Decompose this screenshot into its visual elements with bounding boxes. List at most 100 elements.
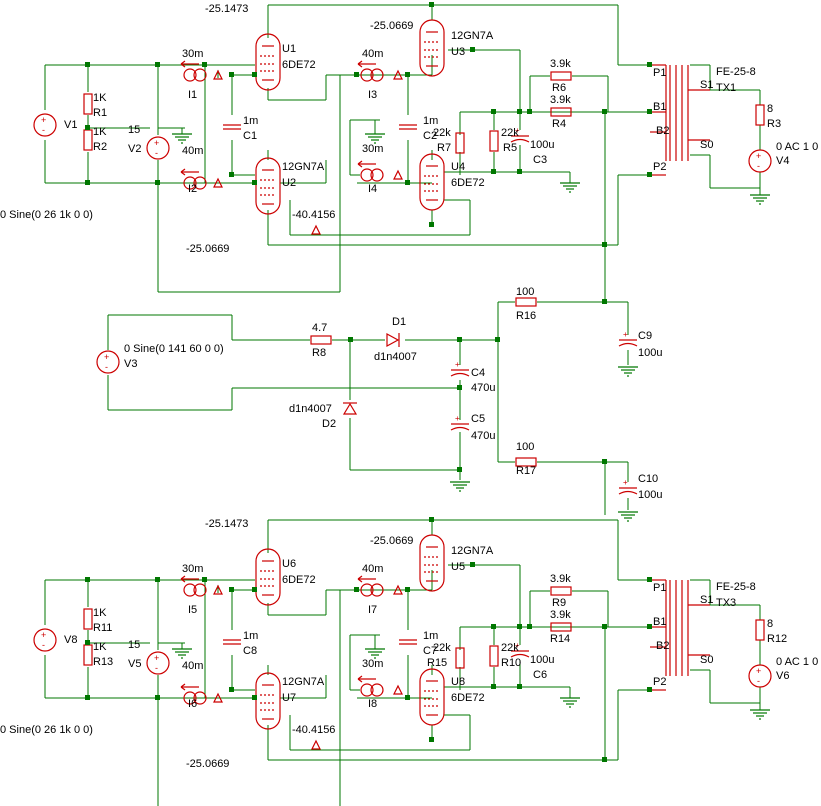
r17-value: 100 [516, 441, 534, 453]
tx1-p1: P1 [653, 67, 666, 79]
r9-value: 3.9k [550, 573, 571, 585]
r11-label: R11 [93, 622, 112, 634]
c9-value: 100u [638, 347, 662, 359]
r11-value: 1K [93, 607, 107, 619]
r8-label: R8 [312, 347, 326, 359]
d2-value: d1n4007 [289, 403, 332, 415]
c6-value: 100u [530, 654, 554, 666]
r2-label: R2 [93, 141, 107, 153]
v5-value: 15 [128, 639, 140, 651]
r6-value: 3.9k [550, 58, 571, 70]
c4-label: C4 [471, 367, 485, 379]
d1-value: d1n4007 [374, 351, 417, 363]
i7-label: I7 [368, 604, 377, 616]
r14-label: R14 [550, 633, 570, 645]
c2-value: 1m [423, 115, 438, 127]
v6-source: 0 AC 1 0 [776, 656, 818, 668]
u8-label: U8 [451, 676, 465, 688]
i5-label: I5 [188, 604, 197, 616]
r4-value: 3.9k [550, 94, 571, 106]
r1-value: 1K [93, 92, 107, 104]
v4-source: 0 AC 1 0 [776, 141, 818, 153]
top-amplifier-channel [34, 2, 771, 292]
c3-label: C3 [533, 154, 547, 166]
bias-label-bot-b: -25.0669 [370, 535, 413, 547]
tx1-s0: S0 [700, 139, 713, 151]
i5-value: 30m [182, 563, 203, 575]
u6-type: 6DE72 [282, 574, 316, 586]
i8-label: I8 [368, 698, 377, 710]
v1-label: V1 [64, 119, 77, 131]
c8-label: C8 [243, 645, 257, 657]
i1-value: 30m [182, 48, 203, 60]
bias-label-bot-d: -40.4156 [292, 724, 335, 736]
c1-value: 1m [243, 115, 258, 127]
i3-label: I3 [368, 89, 377, 101]
tx3-s0: S0 [700, 654, 713, 666]
v8-source: 0 Sine(0 26 1k 0 0) [0, 724, 93, 736]
c5-value: 470u [471, 430, 495, 442]
bias-label-top-d: -40.4156 [292, 209, 335, 221]
v8-label: V8 [64, 634, 77, 646]
c9-label: C9 [638, 330, 652, 342]
bias-label-top-b: -25.0669 [370, 20, 413, 32]
i4-value: 30m [362, 143, 383, 155]
tx3-s1: S1 [700, 594, 713, 606]
c2-label: C2 [423, 130, 437, 142]
u3-label: U3 [451, 46, 465, 58]
r7-value: 22k [433, 127, 451, 139]
r3-value: 8 [767, 103, 773, 115]
d1-label: D1 [392, 316, 406, 328]
r12-label: R12 [767, 633, 787, 645]
i4-label: I4 [368, 183, 377, 195]
tx3-type: FE-25-8 [716, 581, 756, 593]
i3-value: 40m [362, 48, 383, 60]
c5-label: C5 [471, 413, 485, 425]
u5-type: 12GN7A [451, 545, 494, 557]
u7-label: U7 [282, 692, 296, 704]
r1-label: R1 [93, 107, 107, 119]
c4-value: 470u [471, 382, 495, 394]
u3-type: 12GN7A [451, 30, 494, 42]
tx1-label: TX1 [716, 82, 736, 94]
r10-value: 22k [501, 642, 519, 654]
r13-value: 1K [93, 641, 107, 653]
i2-value: 40m [182, 145, 203, 157]
bias-label-bot-a: -25.1473 [205, 518, 248, 530]
r3-label: R3 [767, 118, 781, 130]
r2-value: 1K [93, 126, 107, 138]
c10-value: 100u [638, 489, 662, 501]
u1-type: 6DE72 [282, 59, 316, 71]
v1-source: 0 Sine(0 26 1k 0 0) [0, 209, 93, 221]
r4-label: R4 [552, 118, 566, 130]
u2-label: U2 [282, 177, 296, 189]
d2-label: D2 [322, 418, 336, 430]
r12-value: 8 [767, 618, 773, 630]
power-supply [96, 245, 639, 522]
v4-label: V4 [776, 155, 789, 167]
r16-value: 100 [516, 286, 534, 298]
c10-label: C10 [638, 473, 658, 485]
c8-value: 1m [243, 630, 258, 642]
tx1-s1: S1 [700, 79, 713, 91]
r14-value: 3.9k [550, 609, 571, 621]
u4-type: 6DE72 [451, 177, 485, 189]
c3-value: 100u [530, 139, 554, 151]
bias-label-bot-c: -25.0669 [186, 758, 229, 770]
u5-label: U5 [451, 561, 465, 573]
r5-label: R5 [503, 142, 517, 154]
i2-label: I2 [188, 183, 197, 195]
tx3-b1: B1 [653, 616, 666, 628]
r6-label: R6 [552, 82, 566, 94]
r9-label: R9 [552, 597, 566, 609]
c6-label: C6 [533, 669, 547, 681]
tx1-b1: B1 [653, 101, 666, 113]
tx1-b2: B2 [656, 125, 669, 137]
u7-type: 12GN7A [282, 676, 325, 688]
v3-source: 0 Sine(0 141 60 0 0) [124, 343, 224, 355]
v2-value: 15 [128, 124, 140, 136]
c7-value: 1m [423, 630, 438, 642]
tx1-type: FE-25-8 [716, 66, 756, 78]
i6-label: I6 [188, 698, 197, 710]
v6-label: V6 [776, 670, 789, 682]
